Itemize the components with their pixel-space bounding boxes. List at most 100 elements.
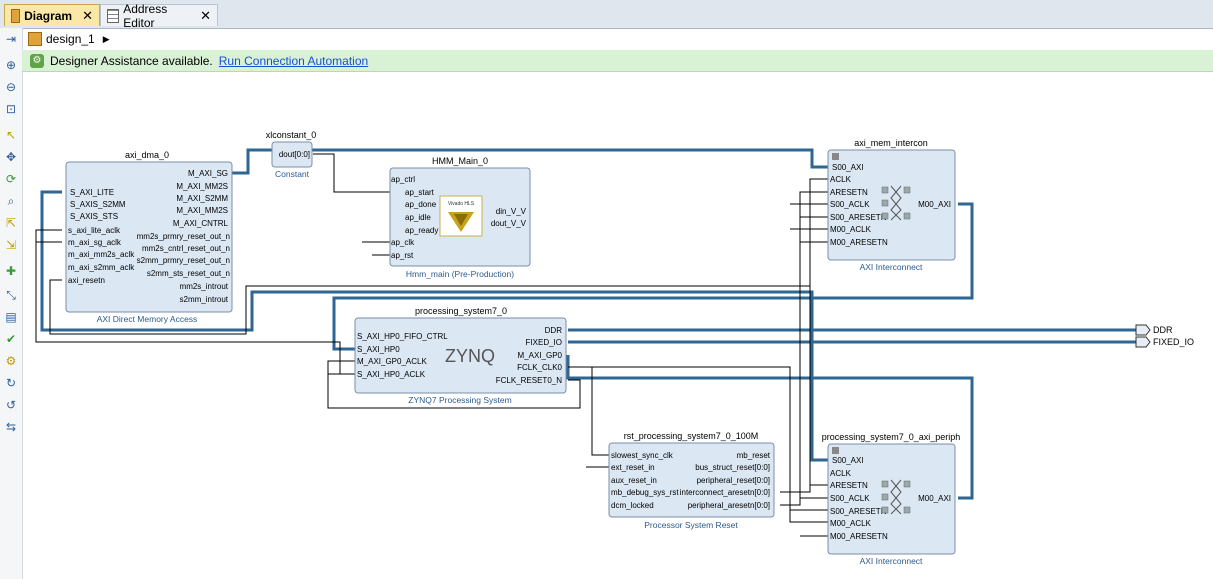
port-label[interactable]: dcm_locked (611, 501, 654, 510)
port-label[interactable]: S_AXIS_STS (70, 212, 118, 221)
port-label[interactable]: dout_V_V (491, 219, 527, 228)
port-label[interactable]: mm2s_prmry_reset_out_n (137, 232, 230, 241)
close-icon[interactable]: ✕ (200, 7, 211, 23)
tab-address-editor[interactable]: Address Editor ✕ (100, 2, 218, 30)
regenerate-icon[interactable]: ↻ (5, 376, 17, 390)
port-label[interactable]: ap_ctrl (391, 175, 415, 184)
port-label[interactable]: ap_idle (405, 213, 431, 222)
zoom-out-icon[interactable]: ⊖ (5, 80, 17, 94)
port-label[interactable]: M_AXI_CNTRL (173, 219, 229, 228)
port-label[interactable]: s2mm_prmry_reset_out_n (137, 256, 230, 265)
port-label[interactable]: interconnect_aresetn[0:0] (680, 488, 770, 497)
port-label[interactable]: DDR (545, 326, 563, 335)
block-body[interactable] (271, 141, 313, 168)
port-label[interactable]: FCLK_RESET0_N (496, 376, 562, 385)
port-label[interactable]: mb_reset (737, 451, 771, 460)
port-label[interactable]: dout[0:0] (279, 150, 310, 159)
port-label[interactable]: ARESETN (830, 188, 868, 197)
port-label[interactable]: M_AXI_GP0_ACLK (357, 357, 427, 366)
port-label[interactable]: s2mm_sts_reset_out_n (147, 269, 230, 278)
port-label[interactable]: M00_ARESETN (830, 532, 888, 541)
port-label[interactable]: S_AXI_HP0_FIFO_CTRL (357, 332, 448, 341)
port-label[interactable]: ap_done (405, 200, 437, 209)
port-label[interactable]: ACLK (830, 175, 852, 184)
port-label[interactable]: M00_AXI (918, 494, 951, 503)
port-label[interactable]: bus_struct_reset[0:0] (695, 463, 770, 472)
tab-diagram[interactable]: Diagram ✕ (4, 4, 100, 26)
port-label[interactable]: M00_ARESETN (830, 238, 888, 247)
zoom-fit-icon[interactable]: ⊡ (5, 102, 17, 116)
port-label[interactable]: M00_AXI (918, 200, 951, 209)
port-label[interactable]: ap_start (405, 188, 435, 197)
swap-icon[interactable]: ⇆ (5, 420, 17, 434)
port-label[interactable]: FCLK_CLK0 (517, 363, 562, 372)
port-label[interactable]: M_AXI_SG (188, 169, 228, 178)
port-label[interactable]: ext_reset_in (611, 463, 655, 472)
settings-icon[interactable]: ⚙ (5, 354, 17, 368)
port-label[interactable]: din_V_V (496, 207, 527, 216)
port-label[interactable]: S00_AXI (832, 456, 864, 465)
fit-icon[interactable]: ⇥ (5, 32, 17, 46)
port-label[interactable]: m_axi_sg_aclk (68, 238, 122, 247)
block-axi-periph[interactable]: processing_system7_0_axi_periph S00_AXI … (822, 432, 961, 566)
port-label[interactable]: aux_reset_in (611, 476, 657, 485)
breadcrumb-design[interactable]: design_1 (46, 32, 95, 46)
connect-icon[interactable]: ⤡ (6, 288, 16, 302)
block-hmm-main[interactable]: HMM_Main_0 ap_ctrl ap_start ap_done ap_i… (389, 156, 531, 279)
port-label[interactable]: M00_ACLK (830, 225, 872, 234)
port-label[interactable]: FIXED_IO (526, 338, 562, 347)
block-body[interactable] (608, 442, 775, 518)
port-label[interactable]: S_AXI_HP0_ACLK (357, 370, 426, 379)
block-body[interactable] (65, 161, 233, 313)
run-connection-automation-link[interactable]: Run Connection Automation (218, 53, 369, 68)
port-label[interactable]: S00_ACLK (830, 494, 870, 503)
port-label[interactable]: M_AXI_S2MM (176, 194, 228, 203)
validate-icon[interactable]: ✔ (5, 332, 17, 346)
port-label[interactable]: ap_rst (391, 251, 414, 260)
zoom-in-icon[interactable]: ⊕ (5, 58, 17, 72)
port-label[interactable]: S_AXI_LITE (70, 188, 114, 197)
port-label[interactable]: ACLK (830, 469, 852, 478)
port-label[interactable]: mb_debug_sys_rst (611, 488, 679, 497)
block-processing-system7[interactable]: processing_system7_0 S_AXI_HP0_FIFO_CTRL… (354, 306, 567, 405)
port-label[interactable]: M00_ACLK (830, 519, 872, 528)
port-label[interactable]: s2mm_introut (180, 295, 229, 304)
port-label[interactable]: mm2s_cntrl_reset_out_n (142, 244, 230, 253)
chevron-right-icon[interactable]: ▶ (102, 33, 110, 44)
layout-icon[interactable]: ▤ (5, 310, 17, 324)
block-body[interactable] (354, 317, 567, 394)
refresh-icon[interactable]: ⟳ (5, 172, 17, 186)
port-label[interactable]: M_AXI_MM2S (176, 182, 228, 191)
expand-icon[interactable]: ⇱ (5, 216, 17, 230)
select-icon[interactable]: ↖ (5, 128, 17, 142)
block-body[interactable] (827, 149, 956, 261)
block-xlconstant[interactable]: xlconstant_0 dout[0:0] Constant (266, 130, 317, 179)
port-label[interactable]: S00_AXI (832, 163, 864, 172)
port-label[interactable]: ARESETN (830, 481, 868, 490)
external-port-fixed-io[interactable]: FIXED_IO (1135, 336, 1194, 348)
port-label[interactable]: S00_ARESETN (830, 507, 887, 516)
port-label[interactable]: ap_clk (391, 238, 415, 247)
rotate-icon[interactable]: ↺ (5, 398, 17, 412)
port-label[interactable]: slowest_sync_clk (611, 451, 674, 460)
block-processor-system-reset[interactable]: rst_processing_system7_0_100M slowest_sy… (608, 431, 775, 530)
port-label[interactable]: peripheral_aresetn[0:0] (688, 501, 770, 510)
port-label[interactable]: m_axi_s2mm_aclk (68, 263, 135, 272)
port-label[interactable]: s_axi_lite_aclk (68, 226, 121, 235)
port-label[interactable]: ap_ready (405, 226, 438, 235)
port-label[interactable]: S00_ARESETN (830, 213, 887, 222)
block-body[interactable] (827, 443, 956, 555)
port-label[interactable]: S_AXIS_S2MM (70, 200, 126, 209)
collapse-icon[interactable]: ⇲ (5, 238, 17, 252)
port-label[interactable]: peripheral_reset[0:0] (697, 476, 770, 485)
external-port-ddr[interactable]: DDR (1135, 324, 1173, 336)
port-label[interactable]: S_AXI_HP0 (357, 345, 400, 354)
port-label[interactable]: mm2s_introut (180, 282, 229, 291)
port-label[interactable]: M_AXI_GP0 (518, 351, 563, 360)
port-label[interactable]: axi_resetn (68, 276, 105, 285)
port-label[interactable]: M_AXI_MM2S (176, 206, 228, 215)
block-axi-mem-intercon[interactable]: axi_mem_intercon S00_AXI ACLK ARESETN S0… (827, 138, 956, 272)
search-icon[interactable]: ⌕ (7, 194, 15, 208)
block-axi-dma[interactable]: axi_dma_0 S_AXI_LITE S_AXIS_S2MM S_AXIS_… (65, 150, 233, 324)
